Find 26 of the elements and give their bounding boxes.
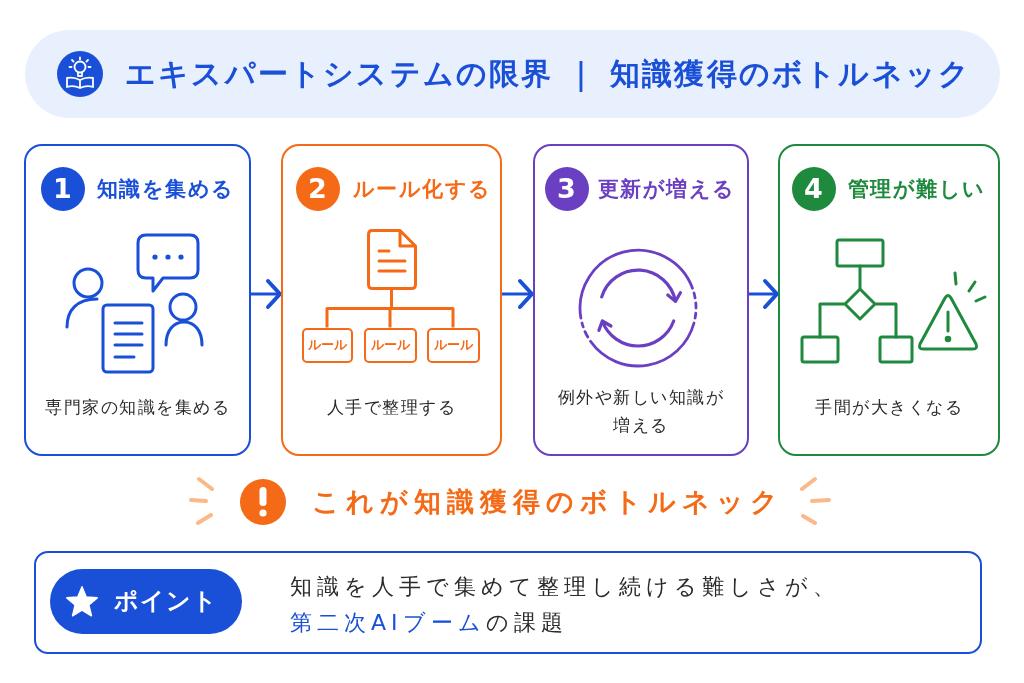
title-text: エキスパートシステムの限界 ｜ 知識獲得のボトルネック (125, 55, 972, 94)
point-text: 知識を人手で集めて整理し続ける難しさが、第二次AIブームの課題 (290, 573, 841, 637)
step-card (281, 144, 502, 456)
step-heading: ルール化する (352, 175, 492, 203)
step-caption: 人手で整理する (326, 395, 457, 419)
step-number: 2 (295, 166, 340, 211)
arrow (749, 279, 779, 309)
step-heading: 更新が増える (597, 175, 736, 203)
point-label: ポイント (114, 586, 218, 617)
step-number: 4 (791, 166, 836, 211)
step-card (778, 144, 1000, 456)
arrow (502, 279, 534, 309)
step-caption: 専門家の知識を集める (45, 395, 230, 419)
step-caption: 例外や新しい知識が増える (556, 385, 726, 437)
point-panel (34, 551, 982, 654)
step-number: 3 (544, 166, 589, 211)
callout-text: これが知識獲得のボトルネック (312, 485, 784, 519)
arrow (251, 279, 282, 309)
step-card (533, 144, 749, 456)
connector-line (390, 289, 455, 328)
step-card (24, 144, 251, 456)
step-heading: 知識を集める (96, 175, 235, 203)
step-caption: 手間が大きくなる (815, 395, 963, 419)
document-icon (366, 228, 417, 290)
step-heading: 管理が難しい (847, 175, 986, 203)
step-number: 1 (40, 166, 85, 211)
